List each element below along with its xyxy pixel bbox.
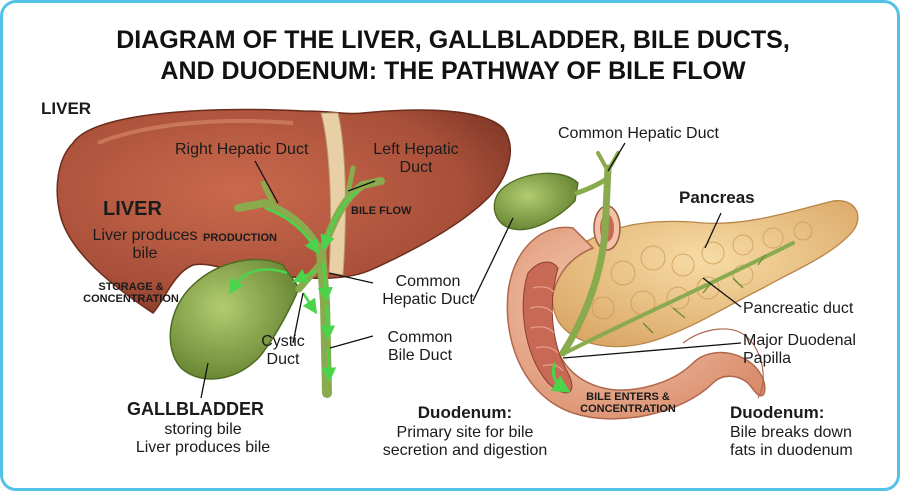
common-hepatic-duct-left-label: Common Hepatic Duct [373,273,483,308]
common-hepatic-duct-right-label: Common Hepatic Duct [558,125,719,142]
leader-lines-left [200,160,376,399]
cystic-line-2: Duct [266,350,300,368]
corner-liver-label: LIVER [41,99,92,118]
liver-heading: LIVER [103,198,162,220]
storage-label: STORAGE & CONCENTRATION [73,281,189,305]
gallbladder-description-line-2: Liver produces bile [135,438,271,456]
common-bile-duct-label: Common Bile Duct [375,329,465,364]
falciform-ligament [320,112,346,276]
bile-enters-line-2: CONCENTRATION [580,403,676,416]
common-bile-line-1: Common [387,329,453,346]
duodenum-right-heading: Duodenum: [730,403,825,422]
liver-description-line-1: Liver produces [92,227,198,244]
gallbladder-heading: GALLBLADDER [127,399,264,419]
gallbladder-description: storing bile Liver produces bile [113,421,293,456]
duodenum-left-line-1: Primary site for bile [396,424,534,441]
bile-flow-label: BILE FLOW [351,205,412,217]
common-hepatic-line-1: Common [395,273,461,290]
pancreas-lobules [591,221,813,320]
leader-lines-right [472,142,742,359]
gallbladder-shape [169,258,300,380]
major-duodenal-papilla-label: Major Duodenal Papilla [743,332,856,367]
pancreas-label: Pancreas [679,188,755,207]
common-bile-line-2: Bile Duct [387,346,453,364]
gallbladder-right-shape [493,172,579,231]
right-hepatic-duct-label: Right Hepatic Duct [175,141,309,158]
duodenum-left-line-2: secretion and digestion [382,441,548,459]
duodenum-right-line-2: fats in duodenum [730,441,853,459]
duodenum-left-heading: Duodenum: [417,403,513,422]
diagram-title-line-2: AND DUODENUM: THE PATHWAY OF BILE FLOW [160,57,746,85]
common-hepatic-line-2: Hepatic Duct [382,290,474,308]
cystic-line-1: Cystic [261,333,305,350]
anatomy-illustration [56,108,859,420]
major-papilla-line-2: Papilla [743,349,792,367]
bile-enters-label: BILE ENTERS & CONCENTRATION [568,391,688,415]
left-hepatic-duct-line-2: Duct [399,158,433,176]
duodenum-left-description: Primary site for bile secretion and dige… [365,424,565,459]
pancreatic-duct-label: Pancreatic duct [743,300,854,317]
storage-line-1: STORAGE & [98,281,164,293]
liver-description-line-2: bile [132,244,158,262]
duodenum-right-line-1: Bile breaks down [730,424,852,441]
liver-description: Liver produces bile [75,227,215,262]
production-label: PRODUCTION [203,232,277,244]
left-hepatic-duct-label: Left Hepatic Duct [361,141,471,176]
bile-flow-arrows-left [229,189,359,383]
gallbladder-description-line-1: storing bile [164,421,242,438]
storage-line-2: CONCENTRATION [83,293,179,306]
cystic-duct-label: Cystic Duct [253,333,313,368]
bile-duct-right [559,151,795,357]
major-papilla-line-1: Major Duodenal [743,332,856,349]
bile-entry-arrow [550,362,571,393]
duodenum-right-description: Bile breaks down fats in duodenum [730,424,853,459]
diagram-title-line-1: DIAGRAM OF THE LIVER, GALLBLADDER, BILE … [116,26,790,54]
bile-enters-line-1: BILE ENTERS & [586,391,670,403]
duodenum-shape [506,226,766,420]
left-hepatic-duct-line-1: Left Hepatic [373,141,459,158]
